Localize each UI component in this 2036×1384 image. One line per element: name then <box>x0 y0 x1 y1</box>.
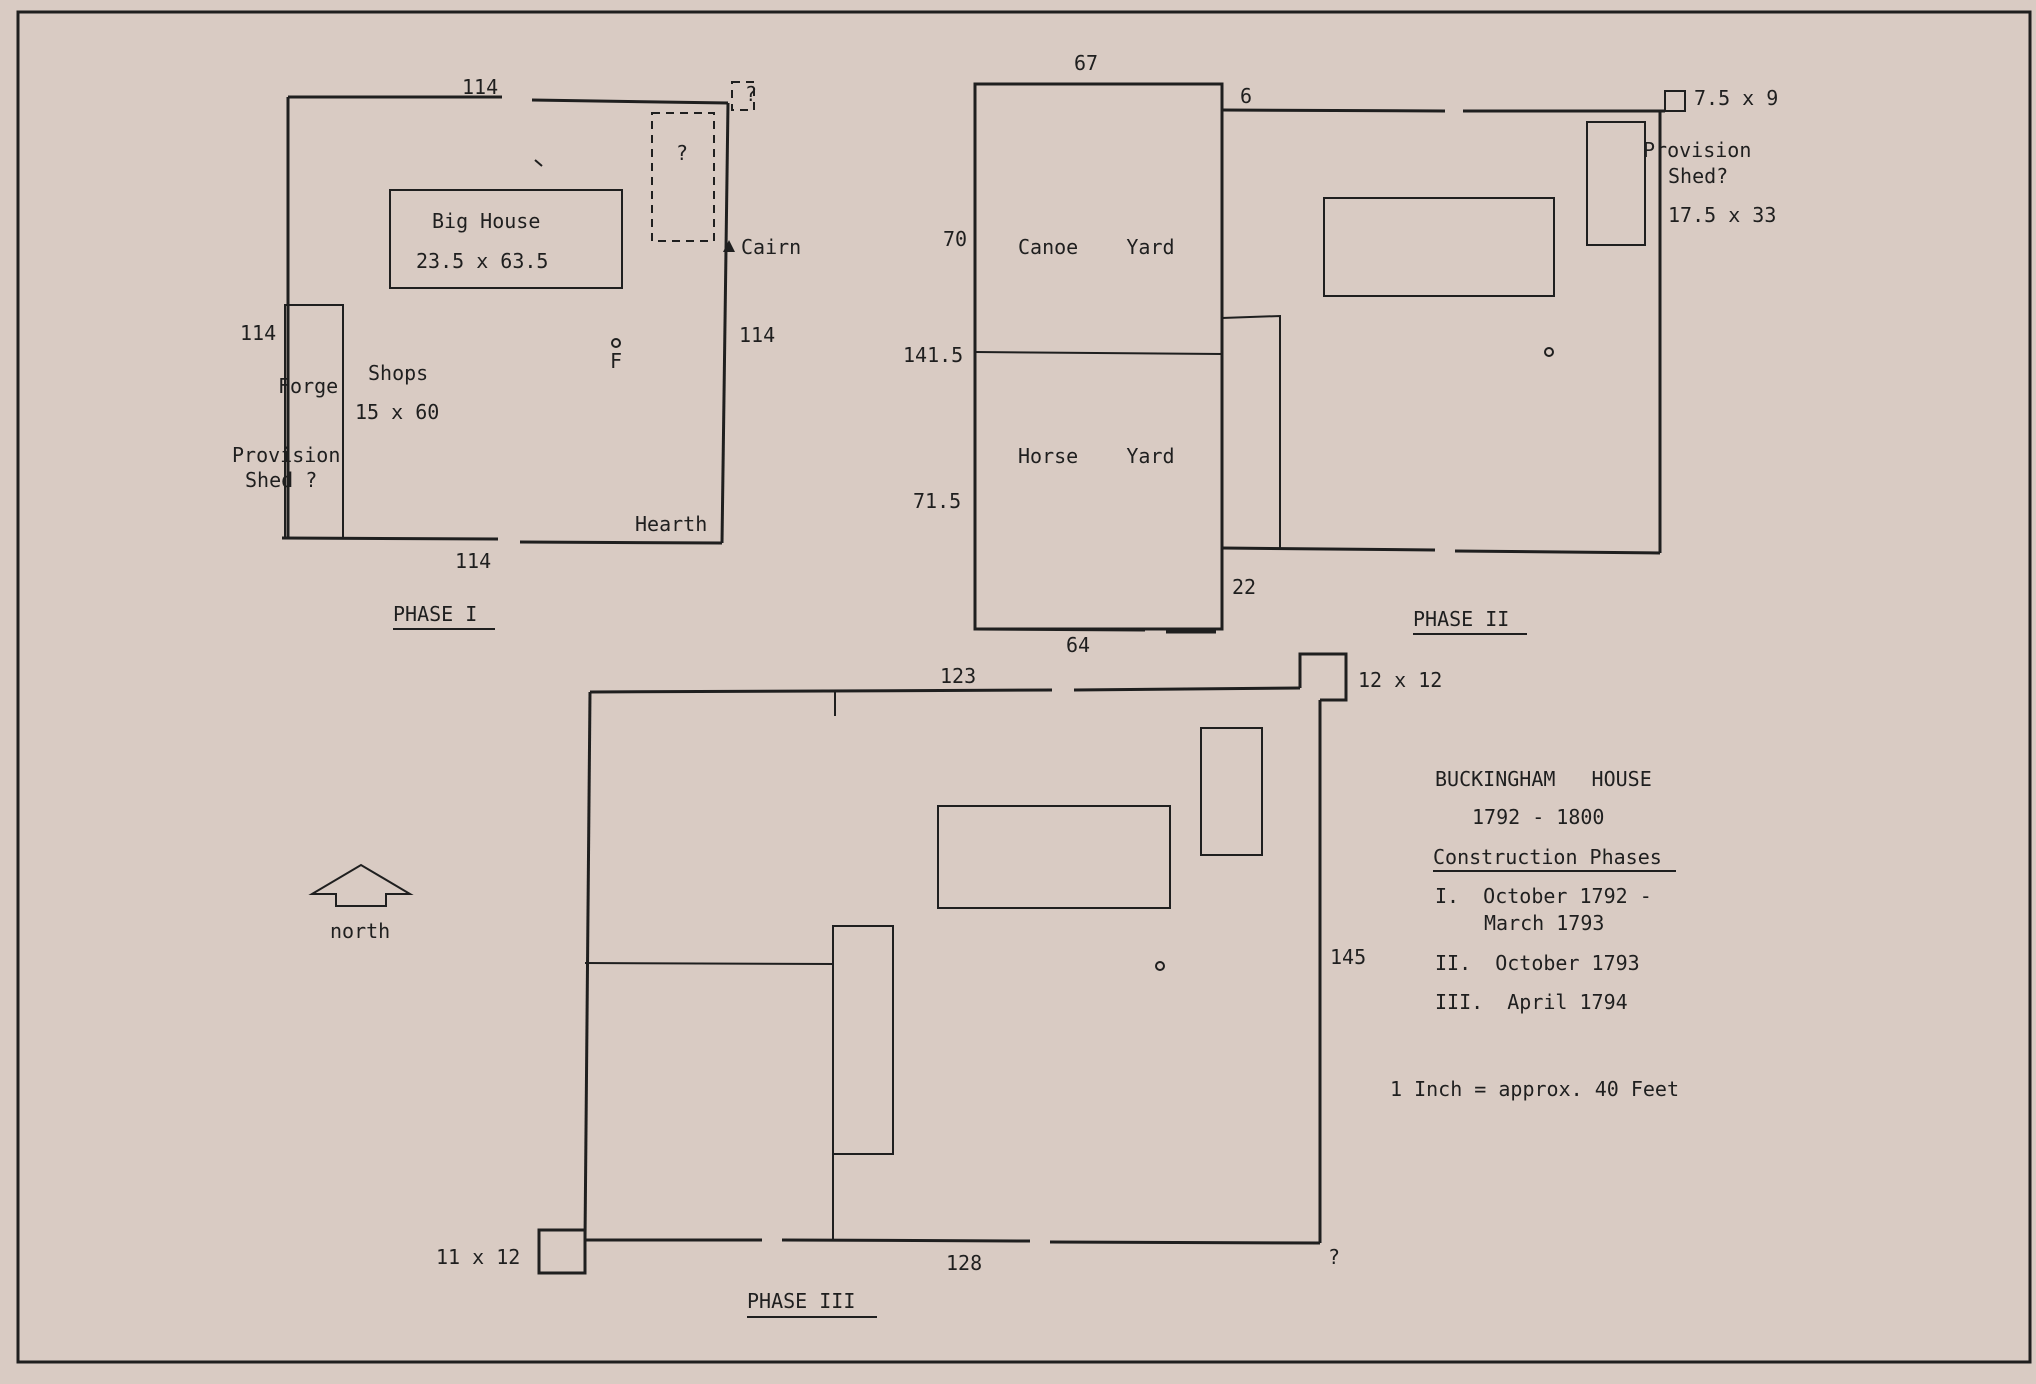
legend-scale: 1 Inch = approx. 40 Feet <box>1390 1077 1679 1101</box>
phase3-dim-corner-bl: 11 x 12 <box>436 1245 520 1269</box>
phase1-question-box: ? <box>676 141 688 165</box>
phase2-dim-22: 22 <box>1232 575 1256 599</box>
phase2-yard-divider <box>974 351 1223 355</box>
phase1-f-point <box>611 338 621 348</box>
phase3-long-building <box>832 925 894 1155</box>
phase2-corner-bastion <box>1664 90 1686 112</box>
phase2-point <box>1544 347 1554 357</box>
phase1-forge-label: Forge <box>278 374 338 398</box>
phase3-question-br: ? <box>1328 1245 1340 1269</box>
phase3-bottom-wall <box>585 1238 1321 1245</box>
phase1-cairn-label: Cairn <box>741 235 801 259</box>
phase2-provision-label-1: Provision <box>1643 138 1751 162</box>
phase1-shops-label: Shops <box>368 361 428 385</box>
phase-3-plan: 123 12 x 12 145 11 x 12 ? 128 PHASE III <box>436 652 1442 1318</box>
phase2-provision-dim: 17.5 x 33 <box>1668 203 1776 227</box>
phase-2-plan: 67 6 7.5 x 9 Provision Shed? 17.5 x 33 7… <box>903 51 1778 657</box>
phase1-shops-dim: 15 x 60 <box>355 400 439 424</box>
phase1-dashed-structure <box>651 112 715 242</box>
phase1-title: PHASE I <box>393 602 477 626</box>
phase1-dim-top: 114 <box>462 75 498 99</box>
phase2-dim-gap: 6 <box>1240 84 1252 108</box>
phase2-main-building <box>1323 197 1555 297</box>
phase2-title: PHASE II <box>1413 607 1509 631</box>
phase1-right-wall <box>720 102 730 544</box>
phase2-provision-label-2: Shed? <box>1668 164 1728 188</box>
phase1-shops-building <box>284 304 344 539</box>
phase3-dim-bottom: 128 <box>946 1251 982 1275</box>
phase2-side-building <box>1221 314 1281 548</box>
phase1-tick-mark <box>534 159 543 167</box>
phase2-dim-70: 70 <box>943 227 967 251</box>
phase3-left-wall <box>583 691 592 1241</box>
phase3-main-building <box>937 805 1171 909</box>
legend-phase-i-2: March 1793 <box>1484 911 1604 935</box>
phase2-horse-yard-label: Horse Yard <box>1018 444 1175 468</box>
phase2-provision-shed <box>1586 121 1646 246</box>
phase2-yards-block <box>973 82 1224 631</box>
phase1-f-label: F <box>610 349 622 373</box>
phase1-big-house-dim: 23.5 x 63.5 <box>416 249 548 273</box>
page-frame <box>16 10 2032 1364</box>
phase3-title: PHASE III <box>747 1289 855 1313</box>
phase1-big-house-label: Big House <box>432 209 540 233</box>
phase1-question-corner: ? <box>745 82 757 106</box>
legend-phase-i-1: I. October 1792 - <box>1435 884 1652 908</box>
phase3-dim-top: 123 <box>940 664 976 688</box>
phase3-interior-wall <box>584 962 834 965</box>
phase2-top-wall <box>1221 108 1665 113</box>
phase1-big-house <box>389 189 623 289</box>
phase3-corner-bastion-bl <box>537 1228 587 1275</box>
phase1-dim-bottom: 114 <box>455 549 491 573</box>
north-arrow: north <box>308 863 414 943</box>
phase2-block-bottom <box>974 627 1216 634</box>
phase2-dim-corner: 7.5 x 9 <box>1694 86 1778 110</box>
phase2-dim-141: 141.5 <box>903 343 963 367</box>
phase2-bottom-wall <box>1221 546 1661 555</box>
phase1-hearth-label: Hearth <box>635 512 707 536</box>
phase1-dim-left: 114 <box>240 321 276 345</box>
phase1-provision-label-2: Shed ? <box>245 468 317 492</box>
north-label: north <box>330 919 390 943</box>
legend-phase-iii: III. April 1794 <box>1435 990 1628 1014</box>
legend-phase-ii: II. October 1793 <box>1435 951 1640 975</box>
phase1-top-wall <box>288 95 729 105</box>
legend-title: BUCKINGHAM HOUSE <box>1435 767 1652 791</box>
north-arrow-icon <box>308 863 414 907</box>
phase3-dim-corner-tr: 12 x 12 <box>1358 668 1442 692</box>
phase2-dim-71: 71.5 <box>913 489 961 513</box>
phase1-bottom-wall <box>281 536 723 545</box>
cairn-marker-icon <box>723 240 735 252</box>
phase3-provision-building <box>1200 727 1263 856</box>
phase2-dim-64: 64 <box>1066 633 1090 657</box>
legend-block: BUCKINGHAM HOUSE 1792 - 1800 Constructio… <box>1390 767 1679 1101</box>
legend-subtitle: Construction Phases <box>1433 845 1662 869</box>
legend-years: 1792 - 1800 <box>1472 805 1604 829</box>
phase2-dim-top: 67 <box>1074 51 1098 75</box>
phase1-provision-label-1: Provision <box>232 443 340 467</box>
phase1-corner-dashed-box <box>731 81 755 111</box>
phase3-corner-bastion-tr <box>1298 652 1348 702</box>
phase-1-plan: 114 ? ? Big House 23.5 x 63.5 Cairn 114 … <box>232 75 801 630</box>
phase3-top-wall <box>589 686 1301 694</box>
phase3-dim-right: 145 <box>1330 945 1366 969</box>
phase2-canoe-yard-label: Canoe Yard <box>1018 235 1175 259</box>
phase1-dim-right: 114 <box>739 323 775 347</box>
phase3-point <box>1155 961 1165 971</box>
